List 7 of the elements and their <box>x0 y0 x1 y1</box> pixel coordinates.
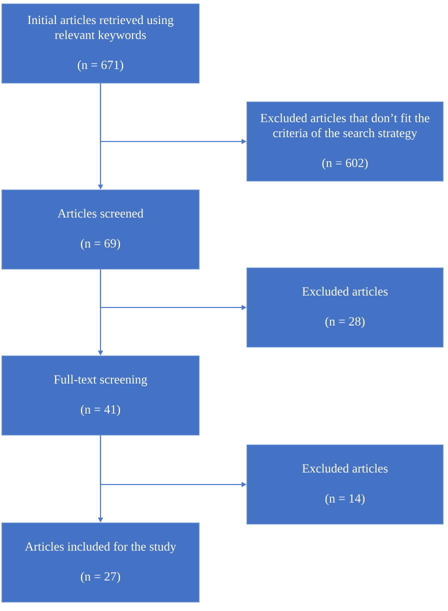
process-box: Excluded articles that don’t fit the criteria of the search strategy (n = 602) <box>246 102 444 182</box>
process-box: Excluded articles (n = 14) <box>246 444 444 524</box>
process-box: Articles included for the study (n = 27) <box>2 522 200 602</box>
process-box: Initial articles retrieved using relevant keywords (n = 671) <box>2 4 200 84</box>
process-box: Articles screened (n = 69) <box>2 190 200 270</box>
process-box: Full-text screening (n = 41) <box>2 356 200 436</box>
process-box: Excluded articles (n = 28) <box>246 268 444 348</box>
